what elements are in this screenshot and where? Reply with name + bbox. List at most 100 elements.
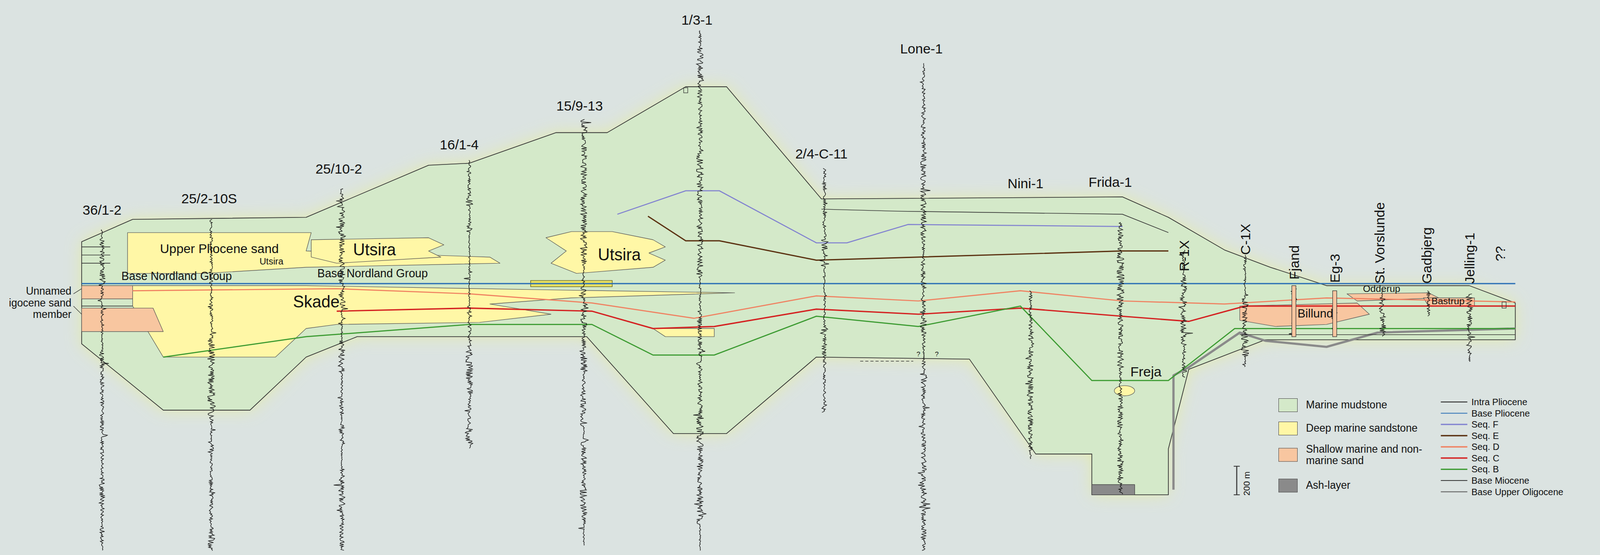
well-name: 2/4-C-11 bbox=[795, 146, 848, 162]
well-log bbox=[1466, 293, 1475, 362]
well-name: R-1X bbox=[1176, 240, 1192, 272]
well-log bbox=[464, 160, 473, 449]
well-log bbox=[1379, 290, 1387, 337]
well-log bbox=[97, 229, 109, 551]
horizons bbox=[73, 87, 1516, 495]
legend-entry: Base Upper Oligocene bbox=[1471, 486, 1564, 497]
legend-entry: Seq. D bbox=[1471, 441, 1500, 452]
unit-label: ? bbox=[934, 350, 939, 359]
legend-entry: Base Miocene bbox=[1471, 475, 1530, 486]
unit-label: Base Nordland Group bbox=[317, 267, 428, 280]
legend-text: Base Miocene bbox=[1471, 475, 1530, 486]
sand-body-label: Upper Pliocene sand bbox=[158, 241, 281, 258]
legend-text: Ash-layer bbox=[1305, 479, 1351, 492]
legend-text: Deep marine sandstone bbox=[1305, 422, 1418, 434]
legend-swatch bbox=[1278, 448, 1298, 462]
sand-name: Bastrup bbox=[1431, 295, 1465, 307]
well-log bbox=[207, 219, 217, 551]
sand-name: Skade bbox=[293, 292, 340, 312]
well-log bbox=[333, 188, 349, 551]
legend-text: Base Upper Oligocene bbox=[1471, 486, 1564, 497]
sand-name: Freja bbox=[1130, 363, 1162, 379]
well-name: C-1X bbox=[1237, 223, 1253, 255]
legend-line bbox=[1440, 423, 1468, 426]
well-log bbox=[918, 63, 931, 551]
sand-body-label: Bastrup bbox=[1429, 294, 1467, 307]
legend-entry: Ash-layer bbox=[1278, 478, 1351, 493]
legend-line bbox=[1440, 434, 1468, 437]
legend-entry: Deep marine sandstone bbox=[1278, 421, 1418, 436]
legend-text: Marine mudstone bbox=[1305, 399, 1388, 411]
well-log bbox=[1116, 222, 1125, 495]
legend-text: Shallow marine and non-marine sand bbox=[1305, 443, 1443, 467]
legend-entry: Marine mudstone bbox=[1278, 398, 1388, 412]
sand-name: Utsira bbox=[259, 256, 284, 267]
sand-name: Upper Pliocene sand bbox=[159, 241, 279, 256]
unit-label: Base Nordland Group bbox=[121, 270, 233, 284]
well-name: 25/10-2 bbox=[315, 161, 363, 177]
legend-entry: Seq. E bbox=[1471, 430, 1500, 441]
well-name: Gadbjerg bbox=[1419, 227, 1435, 284]
legend-line bbox=[1440, 412, 1468, 414]
legend-swatch bbox=[1278, 398, 1298, 412]
legend-entry: Seq. B bbox=[1471, 464, 1500, 475]
legend-entry: Intra Pliocene bbox=[1471, 396, 1528, 407]
sand-body-label: Freja bbox=[1128, 362, 1164, 380]
well-name: Frida-1 bbox=[1088, 174, 1132, 190]
well-name: 15/9-13 bbox=[556, 98, 603, 114]
legend-line bbox=[1440, 480, 1468, 481]
well-log bbox=[1241, 254, 1249, 367]
legend-line bbox=[1440, 468, 1468, 470]
well-log bbox=[1288, 285, 1297, 337]
legend-swatch bbox=[1278, 478, 1298, 493]
legend-text: Seq. D bbox=[1471, 441, 1500, 452]
well-name: Fjand bbox=[1286, 245, 1302, 280]
legend-line bbox=[1440, 457, 1468, 459]
sand-name: Odderup bbox=[1362, 283, 1401, 295]
sand-body-label: Odderup bbox=[1361, 282, 1403, 296]
legend-swatch bbox=[1278, 421, 1298, 436]
sand-name: Utsira bbox=[353, 240, 397, 259]
sand-name: Utsira bbox=[597, 245, 641, 265]
legend-text: Base Pliocene bbox=[1471, 408, 1531, 419]
legend-text: Intra Pliocene bbox=[1471, 396, 1528, 407]
well-name: St. Vorslunde bbox=[1372, 201, 1388, 284]
core-box bbox=[1332, 290, 1337, 338]
legend-entry: Shallow marine and non-marine sand bbox=[1278, 443, 1443, 467]
legend-entry: Seq. C bbox=[1471, 453, 1500, 464]
well-name: Lone-1 bbox=[900, 41, 943, 57]
well-name: 1/3-1 bbox=[681, 12, 713, 28]
scale-label: 200 m bbox=[1242, 471, 1252, 497]
legend-text: Seq. C bbox=[1471, 453, 1500, 464]
well-log bbox=[1025, 290, 1034, 460]
well-logs bbox=[97, 30, 1475, 551]
sand-body-label: Utsira bbox=[596, 245, 643, 266]
well-name: Eg-3 bbox=[1327, 253, 1343, 283]
legend-entry: Base Pliocene bbox=[1471, 408, 1531, 419]
well-name: Jelling-1 bbox=[1462, 232, 1478, 284]
well-name: ?? bbox=[1492, 245, 1508, 261]
well-name: 16/1-4 bbox=[439, 137, 479, 153]
legend-line-samples bbox=[1440, 401, 1468, 492]
legend-entry: Seq. F bbox=[1471, 419, 1499, 430]
sand-name: Billund bbox=[1297, 306, 1334, 320]
legend-line bbox=[1440, 401, 1468, 403]
well-log bbox=[1426, 290, 1431, 317]
well-log bbox=[693, 30, 707, 551]
legend-line bbox=[1440, 446, 1468, 448]
sand-body-label: Utsira bbox=[351, 239, 398, 260]
sand-body-label: Skade bbox=[291, 291, 342, 312]
legend-line bbox=[1440, 491, 1468, 493]
legend-text: Seq. B bbox=[1471, 464, 1500, 475]
well-name: 36/1-2 bbox=[82, 202, 122, 218]
unit-label: Unnamed igocene sand member bbox=[2, 285, 72, 321]
well-name: 25/2-10S bbox=[181, 190, 238, 206]
well-log bbox=[819, 168, 830, 413]
section-body bbox=[81, 86, 1516, 495]
sand-body-label: Utsira bbox=[257, 255, 286, 268]
legend-text: Seq. E bbox=[1471, 430, 1500, 441]
well-log bbox=[578, 119, 592, 546]
legend-text: Seq. F bbox=[1471, 419, 1499, 430]
